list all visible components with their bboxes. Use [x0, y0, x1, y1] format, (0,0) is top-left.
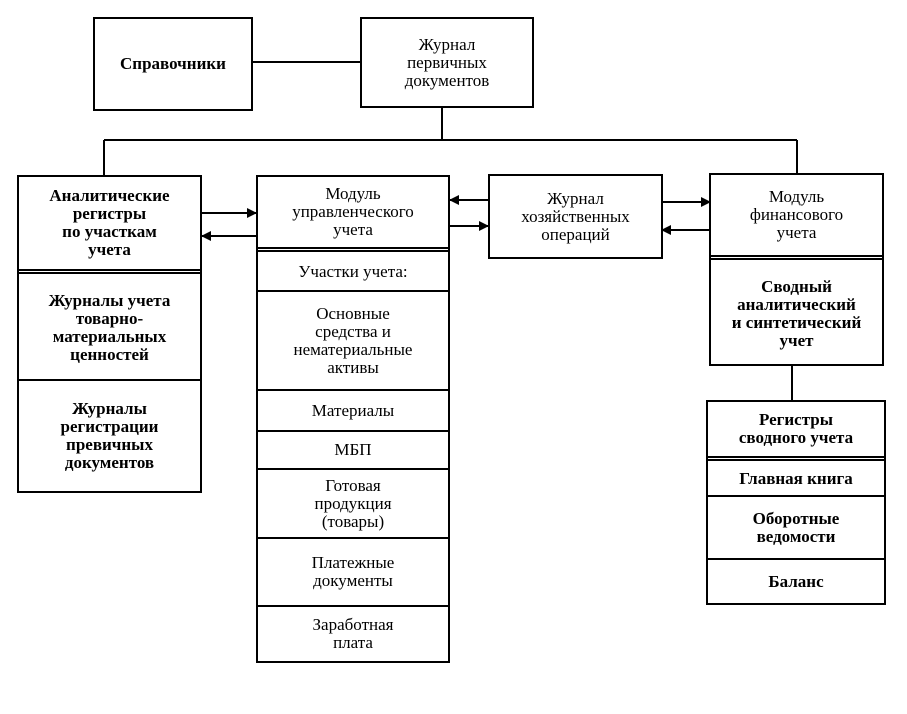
divider	[258, 468, 448, 470]
analytic-registers-header: Аналитические регистры по участкам учета	[49, 186, 170, 259]
business-operations-journal-box: Журнал хозяйственных операций	[488, 174, 663, 259]
management-module-row: Основные средства и нематериальные актив…	[293, 303, 413, 377]
summary-registers-row: Главная книга	[739, 469, 853, 488]
business-operations-journal-label: Журнал хозяйственных операций	[521, 188, 630, 244]
management-module-row: Платежные документы	[311, 553, 395, 590]
management-module-row: Заработная плата	[312, 615, 394, 652]
summary-registers-row: Оборотные ведомости	[752, 508, 840, 546]
primary-documents-journal-label: Журнал первичных документов	[404, 34, 490, 90]
divider	[708, 495, 884, 497]
analytic-registers-row: Журналы учета товарно- материальных ценн…	[48, 290, 171, 364]
divider	[708, 558, 884, 560]
divider	[708, 456, 884, 461]
divider	[258, 389, 448, 391]
management-module-subheader: Участки учета:	[298, 262, 408, 281]
reference-books-label: Справочники	[120, 54, 226, 73]
management-module-header: Модуль управленческого учета	[292, 184, 414, 239]
financial-module-box: Модуль финансового учета Сводный аналити…	[709, 173, 884, 366]
management-module-row: Материалы	[311, 400, 395, 420]
divider	[258, 290, 448, 292]
divider	[258, 605, 448, 607]
reference-books-box: Справочники	[93, 17, 253, 111]
primary-documents-journal-box: Журнал первичных документов	[360, 17, 534, 108]
divider	[258, 430, 448, 432]
financial-module-row: Сводный аналитический и синтетический уч…	[731, 276, 862, 350]
divider	[258, 247, 448, 252]
summary-registers-row: Баланс	[768, 571, 824, 591]
analytic-registers-row: Журналы регистрации превичных документов	[60, 399, 159, 472]
divider	[258, 537, 448, 539]
divider	[711, 255, 882, 260]
financial-module-header: Модуль финансового учета	[749, 187, 844, 242]
management-module-row: Готовая продукция (товары)	[314, 475, 392, 531]
analytic-registers-box: Аналитические регистры по участкам учета…	[17, 175, 202, 493]
management-module-row: МБП	[334, 440, 372, 459]
summary-registers-box: Регистры сводного учета Главная книга Об…	[706, 400, 886, 605]
divider	[19, 269, 200, 274]
summary-registers-header: Регистры сводного учета	[738, 410, 854, 447]
management-module-box: Модуль управленческого учета Участки уче…	[256, 175, 450, 663]
divider	[19, 379, 200, 381]
